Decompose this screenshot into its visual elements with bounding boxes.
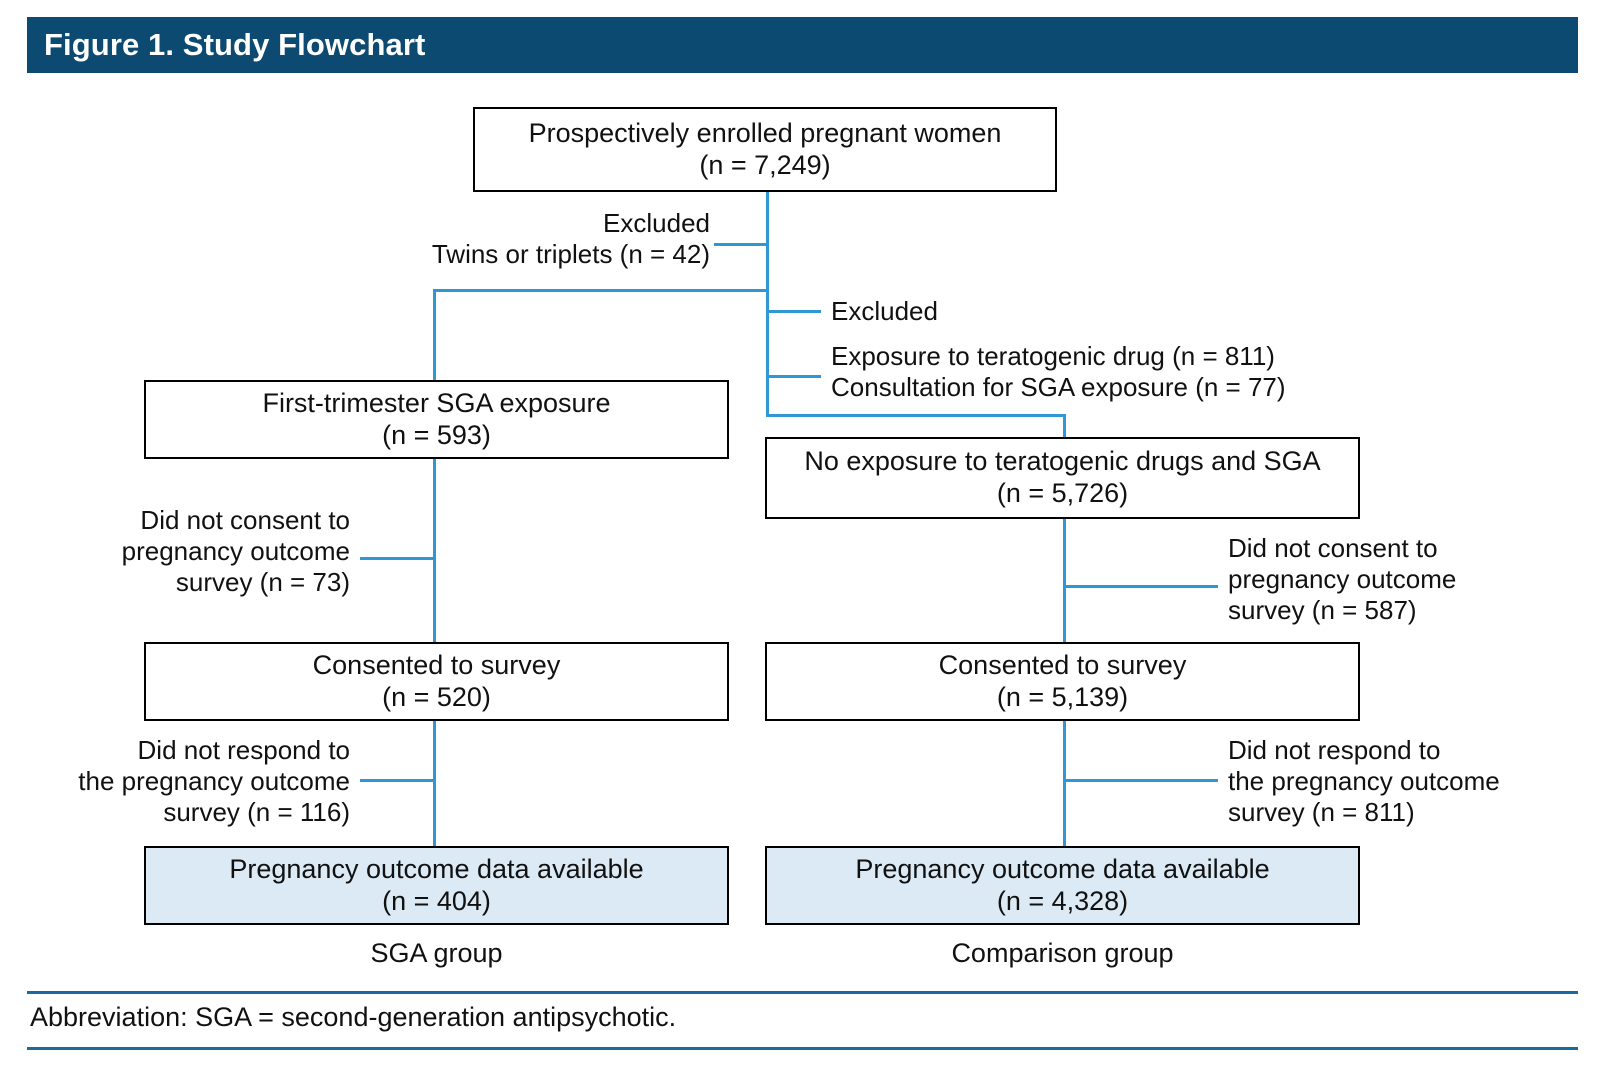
note-excluded-teratogenic: Excluded Exposure to teratogenic drug (n…: [831, 296, 1286, 404]
note-no-respond-right-line3: survey (n = 811): [1228, 797, 1415, 828]
caption-sga-group: SGA group: [370, 938, 503, 968]
node-consented-right-line1: Consented to survey: [938, 649, 1187, 680]
note-no-consent-left-line2: pregnancy outcome: [121, 536, 350, 567]
connector-excluded-teratogenic-stub-2: [766, 375, 821, 378]
caption-comparison-group: Comparison group: [951, 938, 1174, 968]
note-excluded-teratogenic-line1: Excluded: [831, 296, 938, 326]
connector-enrolled-trunk: [766, 190, 769, 416]
connector-left-sga-to-consented: [433, 458, 436, 644]
connector-right-noexp-to-consented: [1063, 518, 1066, 644]
connector-branch-left: [433, 289, 769, 292]
connector-left-no-consent-stub: [360, 557, 435, 560]
node-consented-left-line2: (n = 520): [382, 681, 491, 712]
note-no-respond-right-line1: Did not respond to: [1228, 735, 1441, 765]
figure-header-bar: Figure 1. Study Flowchart: [27, 17, 1578, 73]
node-outcome-left-line1: Pregnancy outcome data available: [229, 853, 644, 884]
node-consented-left-line1: Consented to survey: [312, 649, 561, 680]
note-no-consent-left: Did not consent to pregnancy outcome sur…: [20, 505, 350, 599]
note-no-consent-left-line3: survey (n = 73): [175, 567, 350, 598]
node-outcome-left: Pregnancy outcome data available (n = 40…: [144, 846, 729, 925]
node-outcome-right-line1: Pregnancy outcome data available: [855, 853, 1270, 884]
connector-excluded-twins-stub: [714, 243, 769, 246]
note-no-consent-right-line2: pregnancy outcome: [1228, 564, 1457, 595]
connector-no-exposure-drop: [1063, 414, 1066, 438]
connector-excluded-teratogenic-stub-1: [766, 310, 821, 313]
node-consented-left: Consented to survey (n = 520): [144, 642, 729, 721]
node-no-exposure-line2: (n = 5,726): [996, 478, 1129, 508]
connector-right-no-consent-stub: [1063, 585, 1218, 588]
note-no-respond-right: Did not respond to the pregnancy outcome…: [1228, 735, 1500, 829]
note-no-respond-left: Did not respond to the pregnancy outcome…: [20, 735, 350, 829]
note-no-respond-left-line2: the pregnancy outcome: [78, 766, 350, 797]
footer-rule-bottom: [27, 1047, 1578, 1050]
connector-branch-right: [766, 414, 1066, 417]
node-consented-right: Consented to survey (n = 5,139): [765, 642, 1360, 721]
node-outcome-right: Pregnancy outcome data available (n = 4,…: [765, 846, 1360, 925]
connector-right-no-respond-stub: [1063, 779, 1218, 782]
note-no-consent-right-line3: survey (n = 587): [1228, 595, 1417, 626]
page-title: Figure 1. Study Flowchart: [44, 27, 426, 62]
connector-left-consented-to-outcome: [433, 720, 436, 847]
node-no-exposure: No exposure to teratogenic drugs and SGA…: [765, 437, 1360, 519]
node-sga-exposure-line1: First-trimester SGA exposure: [262, 387, 611, 418]
node-enrolled-line1: Prospectively enrolled pregnant women: [528, 117, 1002, 148]
note-excluded-twins-line1: Excluded: [603, 208, 710, 238]
footer-rule-top: [27, 991, 1578, 994]
note-no-consent-right: Did not consent to pregnancy outcome sur…: [1228, 533, 1456, 627]
node-outcome-right-line2: (n = 4,328): [996, 885, 1129, 916]
note-excluded-twins: Excluded Twins or triplets (n = 42): [370, 208, 710, 270]
footer-abbreviation: Abbreviation: SGA = second-generation an…: [30, 1002, 677, 1032]
connector-left-no-respond-stub: [360, 779, 435, 782]
node-consented-right-line2: (n = 5,139): [996, 681, 1129, 712]
note-excluded-twins-line2: Twins or triplets (n = 42): [431, 239, 710, 270]
note-no-respond-right-line2: the pregnancy outcome: [1228, 766, 1500, 797]
note-excluded-teratogenic-line2: Exposure to teratogenic drug (n = 811): [831, 341, 1275, 372]
note-no-respond-left-line3: survey (n = 116): [163, 797, 350, 828]
note-no-respond-left-line1: Did not respond to: [137, 735, 350, 765]
note-excluded-teratogenic-line3: Consultation for SGA exposure (n = 77): [831, 372, 1286, 403]
note-no-consent-right-line1: Did not consent to: [1228, 533, 1438, 563]
node-outcome-left-line2: (n = 404): [382, 885, 491, 916]
node-sga-exposure: First-trimester SGA exposure (n = 593): [144, 380, 729, 459]
node-enrolled-line2: (n = 7,249): [699, 149, 831, 180]
note-no-consent-left-line1: Did not consent to: [140, 505, 350, 535]
connector-left-column-drop: [433, 289, 436, 383]
node-enrolled: Prospectively enrolled pregnant women (n…: [473, 107, 1057, 192]
connector-right-consented-to-outcome: [1063, 720, 1066, 847]
node-sga-exposure-line2: (n = 593): [382, 419, 491, 450]
node-no-exposure-line1: No exposure to teratogenic drugs and SGA: [804, 446, 1321, 477]
